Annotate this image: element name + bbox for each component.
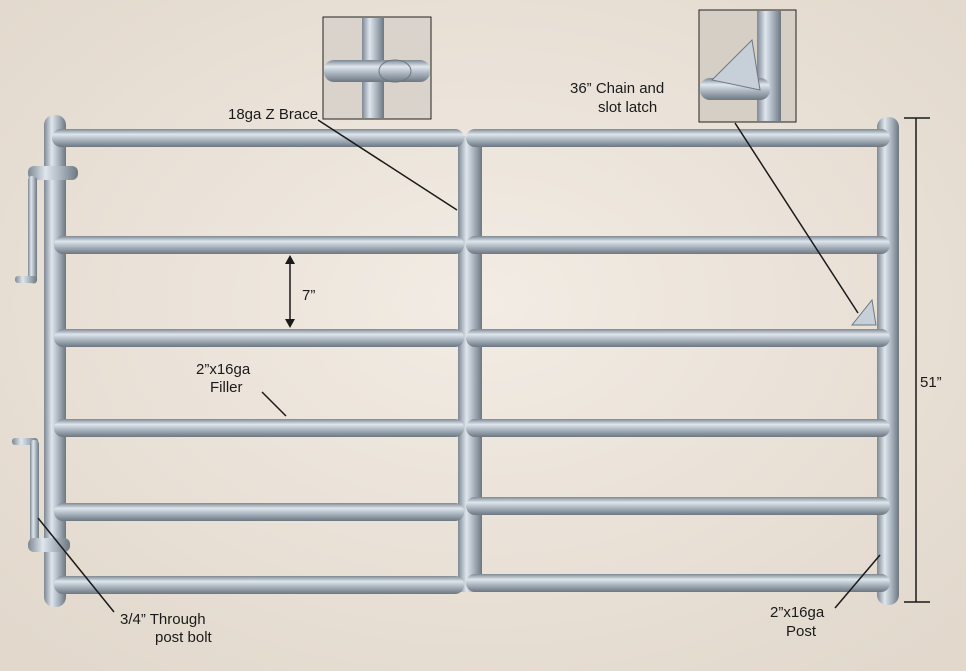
- rail-left-5: [54, 503, 464, 521]
- leader-z-brace: [317, 119, 458, 211]
- leader-latch: [734, 122, 859, 314]
- latch-post: [877, 117, 899, 605]
- rail-left-3: [54, 329, 464, 347]
- rail-right-5: [466, 497, 890, 515]
- rail-right-6: [466, 574, 890, 592]
- annotation-lines: [37, 117, 930, 613]
- arrow-down: [285, 319, 295, 328]
- label-bolt-1: 3/4” Through: [120, 611, 206, 628]
- label-z-brace: 18ga Z Brace: [228, 106, 319, 123]
- rails: [52, 129, 890, 594]
- label-post-1: 2”x16ga: [770, 604, 825, 621]
- rail-right-4: [466, 419, 890, 437]
- latch-plate: [850, 298, 877, 326]
- rail-left-4: [54, 419, 464, 437]
- label-latch-1: 36” Chain and: [570, 80, 665, 97]
- label-height: 51”: [920, 374, 942, 391]
- z-brace-inset: [322, 16, 432, 120]
- rail-right-2: [466, 236, 890, 254]
- label-spacing: 7”: [302, 287, 316, 304]
- rail-left-6: [54, 576, 464, 594]
- z-brace: [458, 136, 482, 592]
- label-latch-2: slot latch: [598, 99, 658, 116]
- label-bolt-2: post bolt: [155, 629, 212, 646]
- bottom-hinge: [12, 438, 70, 552]
- rail-right-1: [466, 129, 890, 147]
- latch-inset: [698, 9, 797, 123]
- rail-left-2: [54, 236, 464, 254]
- label-filler-2: Filler: [210, 379, 243, 396]
- hinge-post: [44, 115, 66, 607]
- rail-left-1: [52, 129, 464, 147]
- leader-filler: [261, 391, 287, 417]
- label-post-2: Post: [786, 623, 817, 640]
- leader-post: [834, 554, 881, 609]
- rail-right-3: [466, 329, 890, 347]
- top-hinge: [15, 166, 78, 284]
- label-filler-1: 2”x16ga: [196, 361, 251, 378]
- arrow-up: [285, 255, 295, 264]
- leader-bolt: [37, 517, 115, 613]
